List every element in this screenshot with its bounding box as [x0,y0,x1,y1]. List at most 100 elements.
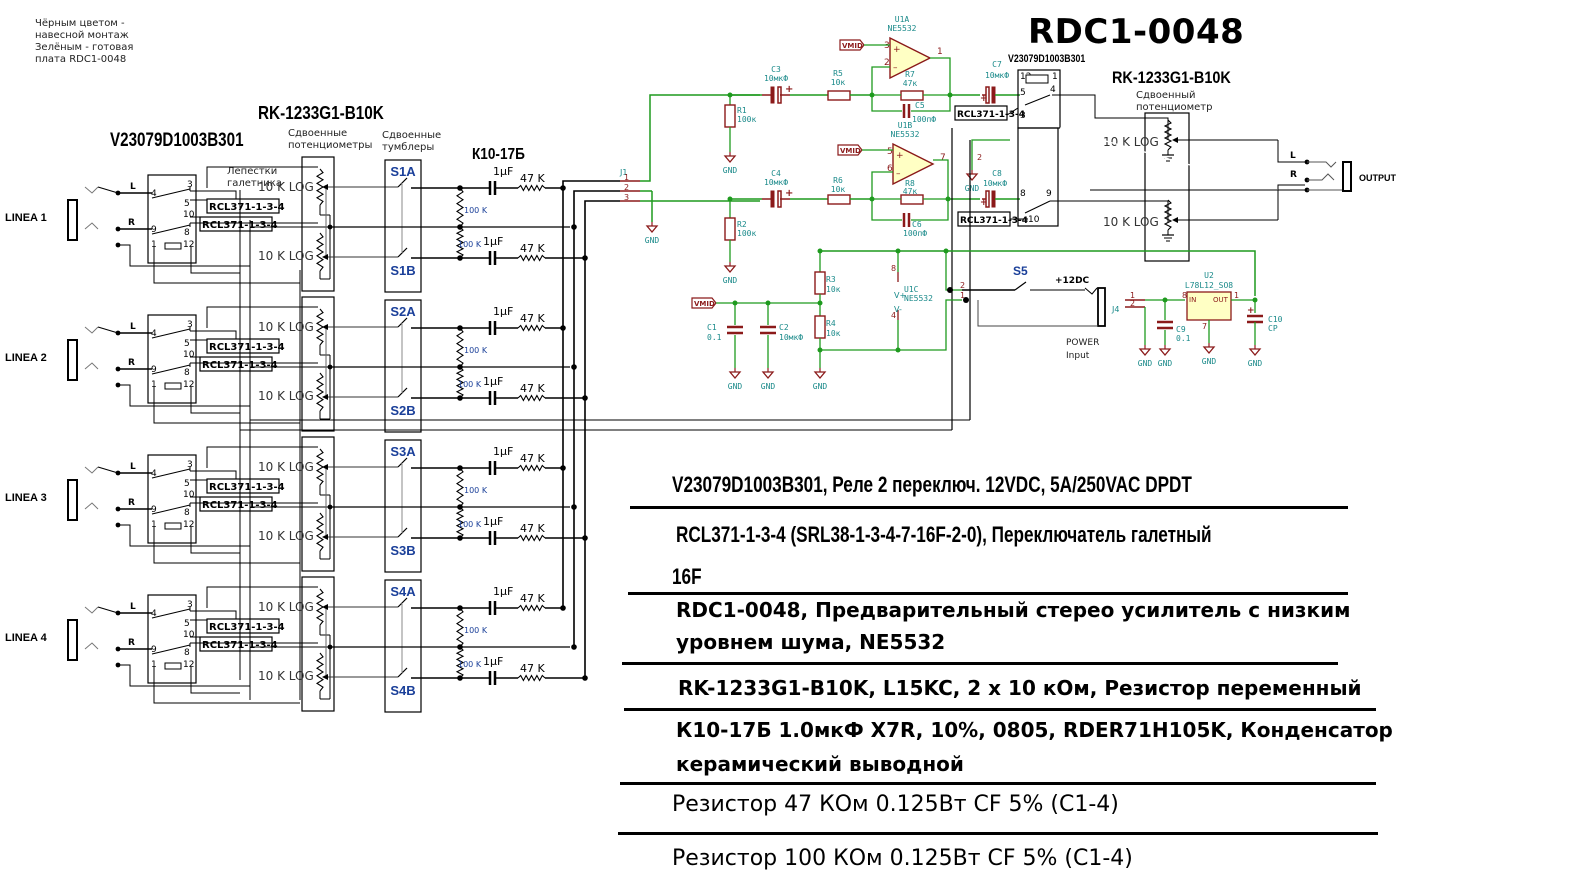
series-resistor-icon [517,674,546,682]
relay-pin: 5 [184,619,190,629]
gnd-label: GND [1158,359,1173,368]
wire [118,646,330,687]
res-value-label: 47 K [520,382,545,395]
rotary-switch-ref: RCL371-1-3-4 [209,342,285,353]
dc-jack-tip-icon [1084,287,1098,295]
input-label: LINEA 2 [5,352,47,364]
shunt-res-label: 100 K [464,206,488,215]
junction-dot [963,297,969,303]
shunt-resistor-icon [455,226,465,259]
wire [911,95,951,112]
power-switch-icon [1014,281,1027,291]
series-resistor-icon [517,534,546,542]
relay-pin: 5 [1020,88,1026,98]
rotary-switch-ref: RCL371-1-3-4 [209,622,285,633]
connector-pin-number: 1 [624,173,629,182]
polarity-plus-icon: + [980,198,988,208]
wire [153,247,300,284]
gnd-icon [965,173,979,182]
wire [971,139,1010,170]
wire [933,159,949,199]
wire [1277,140,1305,163]
jack-tip-icon [84,186,99,194]
resistor-r6-icon [827,194,851,205]
junction-dot [947,287,953,293]
capacitor-c7-icon [985,86,990,104]
regulator-pin-number: 8 [1182,291,1187,300]
note-line: Чёрным цветом - [35,18,125,29]
relay-pin: 9 [151,505,157,515]
series-resistor-icon [517,324,546,332]
opamp-rail: V- [894,305,902,314]
wire [1050,200,1169,222]
series-resistor-icon [517,184,546,192]
pot-label: 10 K LOG [258,320,314,334]
bom-divider [630,506,1348,509]
capacitor-c8-icon [991,190,996,208]
relay-coil-icon [164,382,182,390]
gnd-label: GND [723,276,738,285]
connector-pin-number: 2 [624,183,629,192]
component-value: 10к [826,329,841,338]
output-relay-box [1017,127,1059,227]
relay-pin: 12 [183,240,194,250]
opamp-pin: 7 [940,153,946,163]
output-pot-header: RK-1233G1-B10K [1112,68,1231,87]
wire [151,364,191,375]
channel-l-label: L [130,322,136,332]
res-value-label: 47 K [520,172,545,185]
channel-l-label: L [130,462,136,472]
wire [1052,94,1169,140]
relay-pin: 10 [183,210,195,220]
component-value: 10мкФ [779,333,803,342]
relay-pin: 9 [1046,189,1052,199]
junction-dot [817,248,823,254]
component-ref: C9 [1176,325,1186,334]
component-ref: C3 [771,65,781,74]
res-value-label: 47 K [520,452,545,465]
jack-tip-icon [84,466,99,474]
wire [151,468,191,479]
opamp-ref: U1A [895,15,910,24]
junction-dot [582,255,588,261]
wire [206,586,318,608]
jack-ring-icon [84,222,99,230]
wire [911,199,949,221]
component-value: 100к [737,115,756,124]
connector-pin-number: 2 [977,153,982,162]
pots-subtitle-line: потенциометры [288,140,373,151]
gnd-icon [723,155,737,164]
polarity-plus-icon: + [785,84,793,95]
component-value: 10мкФ [983,179,1007,188]
cap-value-label: 1µF [483,375,503,388]
connector-pin-number: 2 [960,281,965,290]
opamp-ref: U1C [904,285,919,294]
capacitor-c7-icon [991,86,996,104]
opamp-part: NE5532 [888,24,917,33]
potentiometer-box [301,156,335,292]
polarity-plus-icon: + [980,94,988,104]
wire [190,470,237,479]
channel-r-label: R [128,498,135,508]
gnd-icon [761,371,775,380]
relay-box [147,174,197,264]
wire [190,667,240,694]
pot-wiper-icon [322,674,328,680]
power-switch-label: S5 [1013,264,1028,278]
wire [820,250,1256,296]
vmid-port-icon [837,144,863,156]
wire [190,610,237,619]
capacitor-c8-icon [985,190,990,208]
toggle-switch-box [384,299,422,433]
jack-tip-icon [84,326,99,334]
junction-dot [582,675,588,681]
component-ref: R6 [833,176,843,185]
connector-pin-number: 3 [624,193,629,202]
opamp-pin: 3 [884,41,890,51]
output-r-label: R [1290,170,1297,180]
shunt-res-label: 100 K [464,486,488,495]
shunt-res-label: 100 K [458,520,482,529]
toggle-switch-b-label: S2B [390,403,415,418]
shunt-res-label: 100 K [464,346,488,355]
resistor-r3-icon [814,271,826,295]
